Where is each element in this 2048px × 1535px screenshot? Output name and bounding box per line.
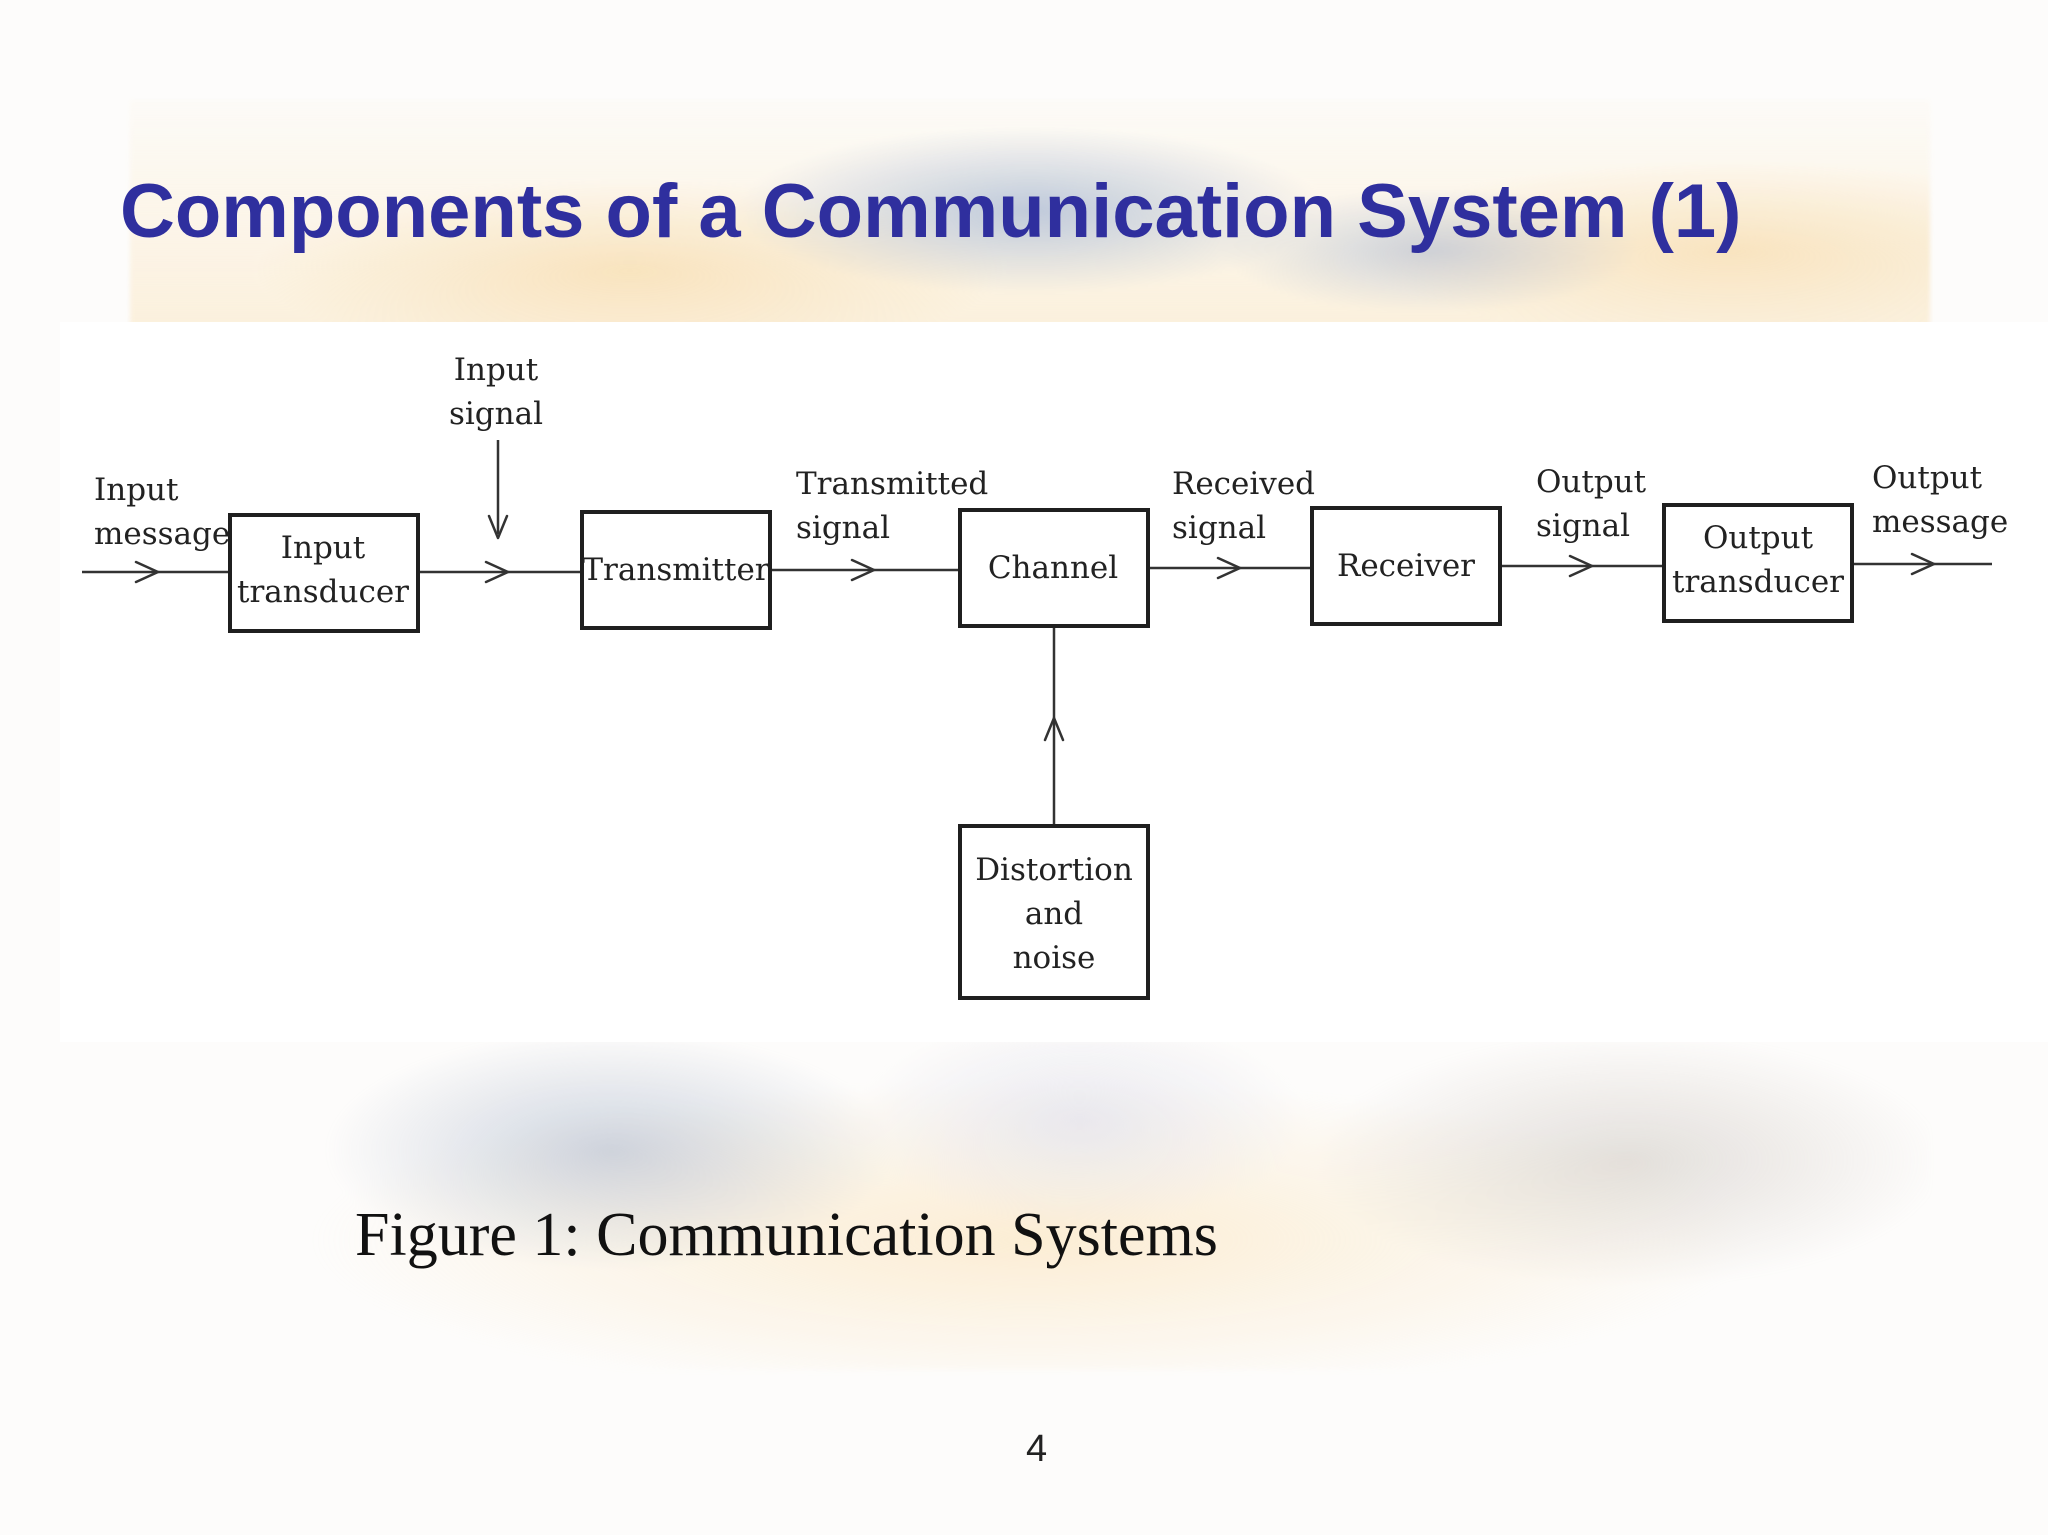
input-signal-label-line1: Input <box>454 352 539 388</box>
arrowhead-transmitted-signal <box>850 558 876 582</box>
output-signal-label-line2: signal <box>1536 508 1630 544</box>
signal-label-output-signal: Output signal <box>1536 464 1647 544</box>
figure-caption: Figure 1: Communication Systems <box>355 1201 1218 1269</box>
receiver-box <box>1310 506 1502 626</box>
input-message-label-line2: message <box>94 516 230 552</box>
distortion-noise-label-line3: noise <box>1013 940 1096 976</box>
received-signal-label-line2: signal <box>1172 510 1266 546</box>
signal-label-input-message: Input message <box>94 472 230 552</box>
signal-label-received-signal: Received signal <box>1172 466 1315 546</box>
arrowhead-received-signal <box>1216 556 1242 580</box>
transmitted-signal-label-line2: signal <box>796 510 890 546</box>
arrowhead-input-message <box>134 560 160 584</box>
output-transducer-box <box>1662 503 1854 623</box>
arrowhead-output-message <box>1910 552 1936 576</box>
block-output-transducer: Output transducer <box>1662 503 1854 623</box>
input-transducer-label-line1: Input <box>281 530 366 566</box>
block-distortion-noise: Distortion and noise <box>958 824 1150 1000</box>
received-signal-label-line1: Received <box>1172 466 1315 502</box>
input-signal-label-line2: signal <box>449 396 543 432</box>
block-transmitter: Transmitter <box>580 510 772 630</box>
input-message-label-line1: Input <box>94 472 179 508</box>
distortion-noise-label-line1: Distortion <box>975 852 1133 888</box>
transmitter-label: Transmitter <box>582 552 769 588</box>
output-message-label-line1: Output <box>1872 460 1983 496</box>
arrowhead-input-signal <box>484 560 510 584</box>
signal-label-input-signal: Input signal <box>449 352 543 432</box>
page-number: 4 <box>1026 1428 1048 1470</box>
channel-box <box>958 508 1150 628</box>
input-transducer-box <box>228 513 420 633</box>
receiver-label: Receiver <box>1337 548 1475 584</box>
output-transducer-label-line2: transducer <box>1672 564 1844 600</box>
arrowhead-noise-to-channel <box>1043 716 1065 742</box>
slide-title: Components of a Communication System (1) <box>120 169 1742 254</box>
signal-label-output-message: Output message <box>1872 460 2008 540</box>
background-image-bottom <box>130 1040 1930 1370</box>
arrowhead-input-signal-vertical <box>487 514 509 540</box>
output-message-label-line2: message <box>1872 504 2008 540</box>
distortion-noise-box <box>958 824 1150 1000</box>
output-transducer-label-line1: Output <box>1703 520 1814 556</box>
distortion-noise-label-line2: and <box>1025 896 1083 932</box>
background-image-top <box>130 100 1930 330</box>
channel-label: Channel <box>988 550 1118 586</box>
block-input-transducer: Input transducer <box>228 513 420 633</box>
signal-label-transmitted-signal: Transmitted signal <box>796 466 988 546</box>
input-transducer-label-line2: transducer <box>237 574 409 610</box>
output-signal-label-line1: Output <box>1536 464 1647 500</box>
transmitted-signal-label-line1: Transmitted <box>796 466 988 502</box>
block-channel: Channel <box>958 508 1150 628</box>
arrowhead-output-signal <box>1568 554 1594 578</box>
block-receiver: Receiver <box>1310 506 1502 626</box>
transmitter-box <box>580 510 772 630</box>
